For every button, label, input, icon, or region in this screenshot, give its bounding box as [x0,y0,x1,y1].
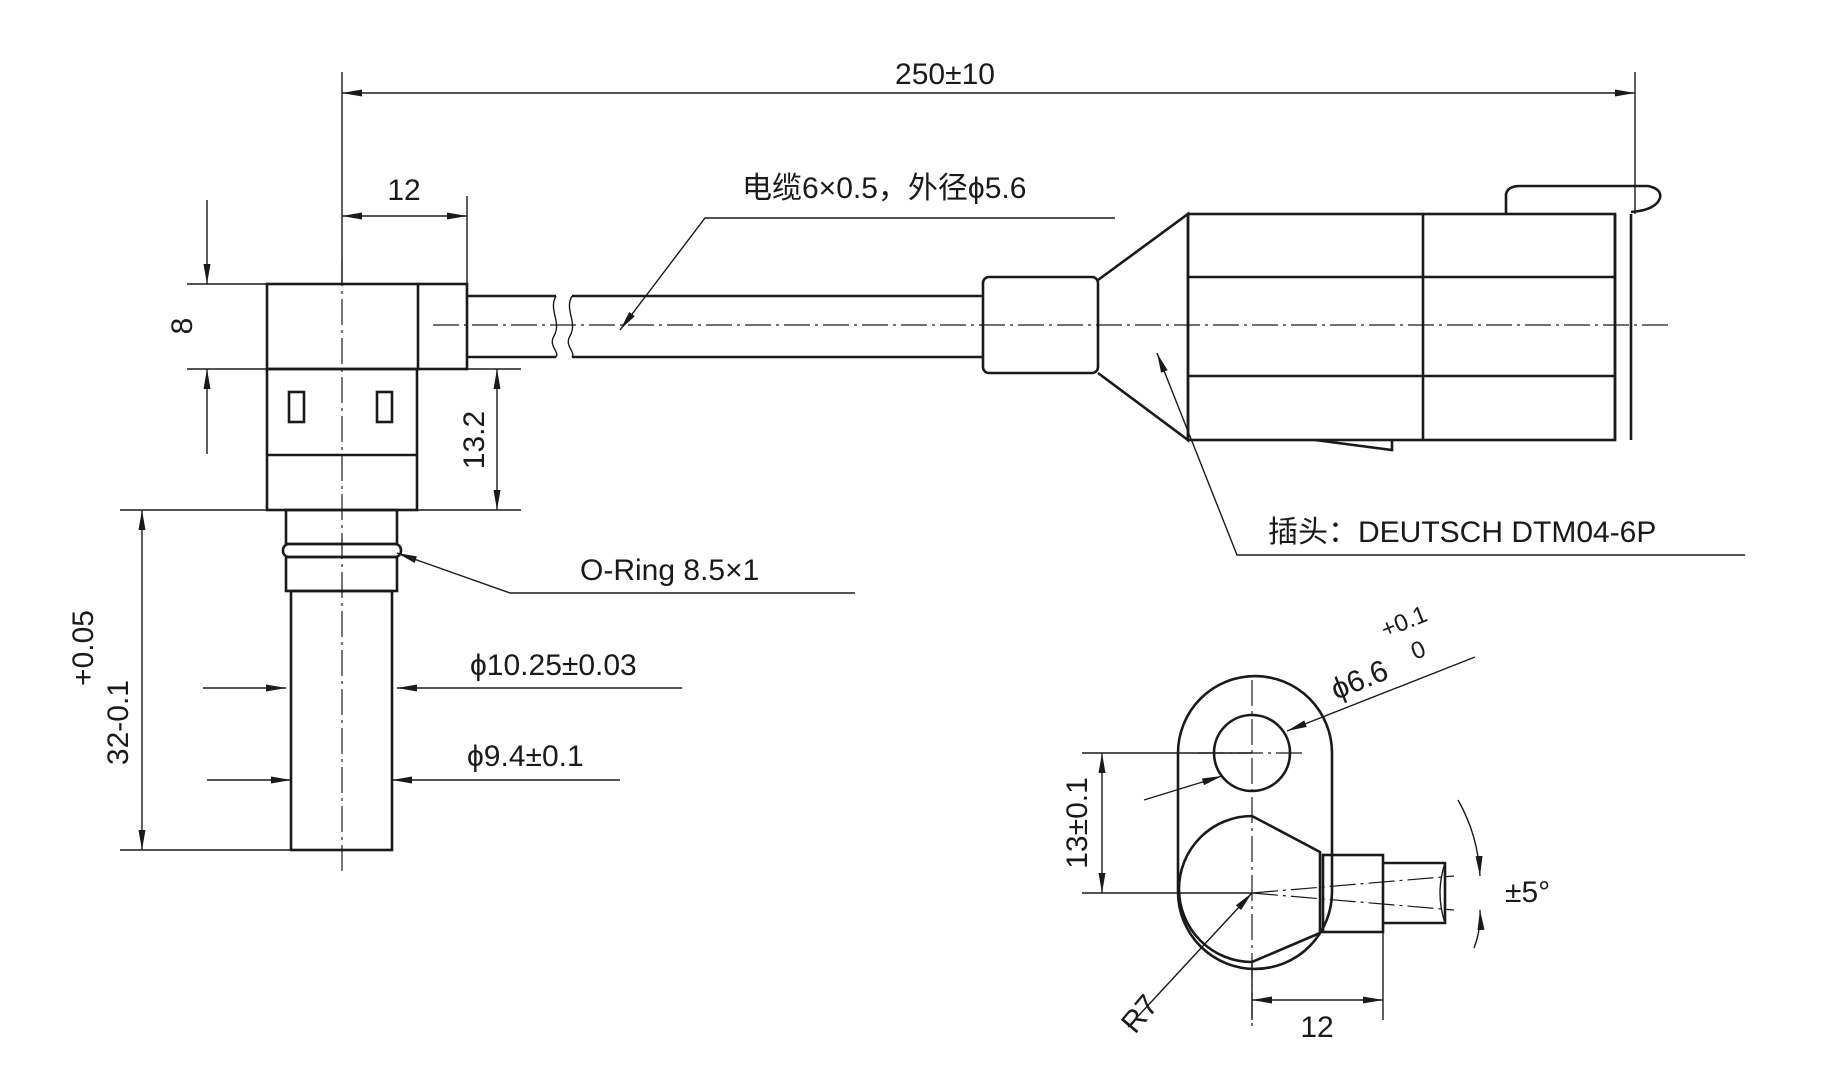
sensor-head-outline [1177,814,1322,964]
probe-length-tol-lower: -0.1 [102,680,135,732]
probe-length-tol-upper: +0.05 [67,610,100,686]
cable-offset-bottom-dim: 12 [1300,1011,1333,1044]
flange-outline [1176,674,1334,971]
cable-angle-dim: ±5° [1505,876,1550,909]
cable [467,294,983,359]
cable-label: 电缆6×0.5，外径ϕ5.6 [742,172,1026,205]
hole-tol-lower: 0 [1407,636,1430,666]
sensor-head-cap [265,282,469,371]
hole-diameter-dim: ϕ6.6 [1326,654,1393,707]
probe-length-base: 32 [102,732,135,765]
flange-view-dimensions: 13±0.1 ϕ6.6 +0.1 0 R7 12 ±5° [1061,601,1550,1044]
connector-label: 插头：DEUTSCH DTM04-6P [1268,516,1656,549]
head-height-dim: 8 [166,318,199,335]
overall-length-dim: 250±10 [895,58,995,91]
side-view-dimensions: 250±10 12 8 13.2 +0.05 32-0.1 O-Ring 8.5… [67,58,1745,851]
hole-spacing-dim: 13±0.1 [1061,777,1094,869]
flange-radius-dim: R7 [1115,989,1165,1040]
hole-tol-upper: +0.1 [1377,601,1431,644]
body-height-dim: 13.2 [458,411,491,469]
o-ring-label: O-Ring 8.5×1 [580,554,759,587]
flange-top-view [1176,674,1455,1030]
sensor-side-view [265,260,469,873]
svg-text:32-0.1: 32-0.1 [102,680,135,765]
shoulder-diameter-dim: ϕ10.25±0.03 [470,649,637,682]
probe-diameter-dim: ϕ9.4±0.1 [467,740,584,773]
cable-offset-dim: 12 [387,174,420,207]
connector [981,184,1662,452]
